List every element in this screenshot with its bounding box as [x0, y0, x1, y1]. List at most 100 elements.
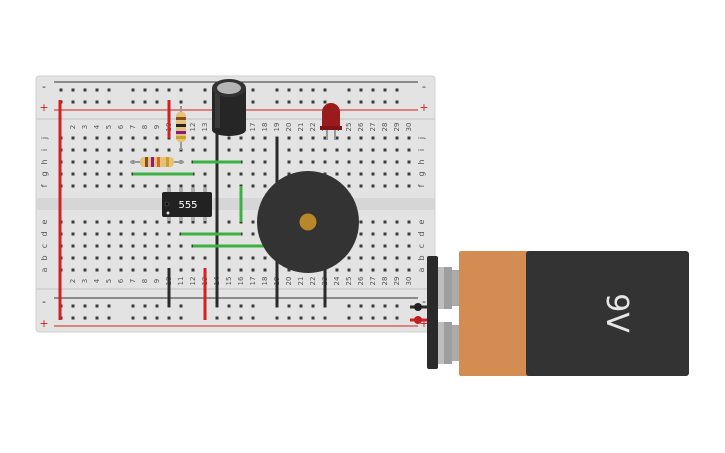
ic-pin [179, 188, 183, 193]
rail-plus-bottom-left: + [39, 317, 48, 330]
rail-hole [215, 316, 219, 320]
breadboard-hole [371, 256, 375, 260]
breadboard-hole [71, 268, 75, 272]
rail-hole [143, 316, 147, 320]
breadboard-hole [179, 244, 183, 248]
breadboard-hole [119, 232, 123, 236]
resistor-horizontal[interactable] [130, 157, 184, 167]
rail-hole [107, 316, 111, 320]
breadboard-hole [347, 268, 351, 272]
breadboard-hole [335, 160, 339, 164]
rail-hole [323, 88, 327, 92]
capacitor-electrolytic[interactable] [212, 79, 246, 136]
rail-minus-bottom-right: - [422, 295, 426, 308]
battery-9v[interactable]: 9V [410, 251, 689, 376]
led-red[interactable] [320, 103, 342, 140]
column-label: 26 [357, 122, 365, 131]
breadboard-hole [263, 184, 267, 188]
breadboard-hole [359, 244, 363, 248]
breadboard-hole [107, 232, 111, 236]
breadboard-hole [155, 184, 159, 188]
breadboard-hole [383, 184, 387, 188]
breadboard-hole [107, 172, 111, 176]
breadboard-hole [167, 220, 171, 224]
rail-hole [71, 316, 75, 320]
breadboard-hole [95, 232, 99, 236]
rail-minus-top-left: - [42, 80, 46, 93]
breadboard-hole [95, 268, 99, 272]
breadboard-hole [407, 256, 411, 260]
piezo-buzzer[interactable] [257, 171, 359, 273]
breadboard-hole [263, 136, 267, 140]
rail-hole [359, 316, 363, 320]
breadboard-hole [155, 232, 159, 236]
breadboard-hole [119, 256, 123, 260]
breadboard-hole [239, 172, 243, 176]
breadboard-hole [119, 160, 123, 164]
rail-hole [287, 304, 291, 308]
breadboard-hole [143, 136, 147, 140]
ic-555[interactable]: 555 [162, 188, 212, 221]
resistor-vertical[interactable] [176, 106, 186, 150]
rail-hole [131, 100, 135, 104]
breadboard-hole [371, 184, 375, 188]
breadboard-hole [359, 184, 363, 188]
breadboard-hole [119, 220, 123, 224]
breadboard-hole [371, 148, 375, 152]
breadboard-hole [383, 232, 387, 236]
rail-hole [299, 304, 303, 308]
row-label: d [40, 231, 49, 236]
column-label: 17 [249, 123, 257, 132]
breadboard-hole [383, 172, 387, 176]
breadboard-hole [251, 136, 255, 140]
rail-hole [107, 88, 111, 92]
breadboard-hole [323, 160, 327, 164]
rail-hole [83, 100, 87, 104]
breadboard-hole [83, 160, 87, 164]
breadboard-hole [119, 172, 123, 176]
column-label: 16 [237, 276, 245, 285]
rail-hole [155, 304, 159, 308]
breadboard-hole [131, 148, 135, 152]
rail-hole [143, 100, 147, 104]
rail-hole [95, 304, 99, 308]
column-label: 2 [69, 125, 77, 129]
rail-hole [383, 100, 387, 104]
row-label: h [417, 159, 426, 164]
breadboard-hole [407, 172, 411, 176]
rail-hole [155, 100, 159, 104]
breadboard-hole [371, 172, 375, 176]
breadboard-hole [71, 148, 75, 152]
rail-hole [323, 100, 327, 104]
breadboard-hole [107, 268, 111, 272]
breadboard-hole [371, 220, 375, 224]
rail-hole [179, 316, 183, 320]
breadboard-hole [143, 220, 147, 224]
breadboard-hole [179, 268, 183, 272]
breadboard-hole [407, 148, 411, 152]
breadboard-hole [407, 268, 411, 272]
column-label: 8 [141, 125, 149, 129]
breadboard-hole [347, 136, 351, 140]
breadboard-hole [131, 268, 135, 272]
breadboard-hole [227, 172, 231, 176]
breadboard-hole [203, 172, 207, 176]
rail-minus-bottom-left: - [42, 295, 46, 308]
breadboard-hole [107, 136, 111, 140]
rail-hole [275, 88, 279, 92]
breadboard-hole [359, 220, 363, 224]
breadboard-hole [407, 136, 411, 140]
breadboard-hole [263, 172, 267, 176]
rail-hole [311, 88, 315, 92]
breadboard-hole [71, 160, 75, 164]
rail-hole [251, 100, 255, 104]
rail-hole [227, 316, 231, 320]
breadboard-hole [407, 232, 411, 236]
breadboard-hole [131, 244, 135, 248]
breadboard-hole [95, 172, 99, 176]
rail-hole [131, 304, 135, 308]
breadboard-hole [95, 160, 99, 164]
rail-hole [347, 316, 351, 320]
